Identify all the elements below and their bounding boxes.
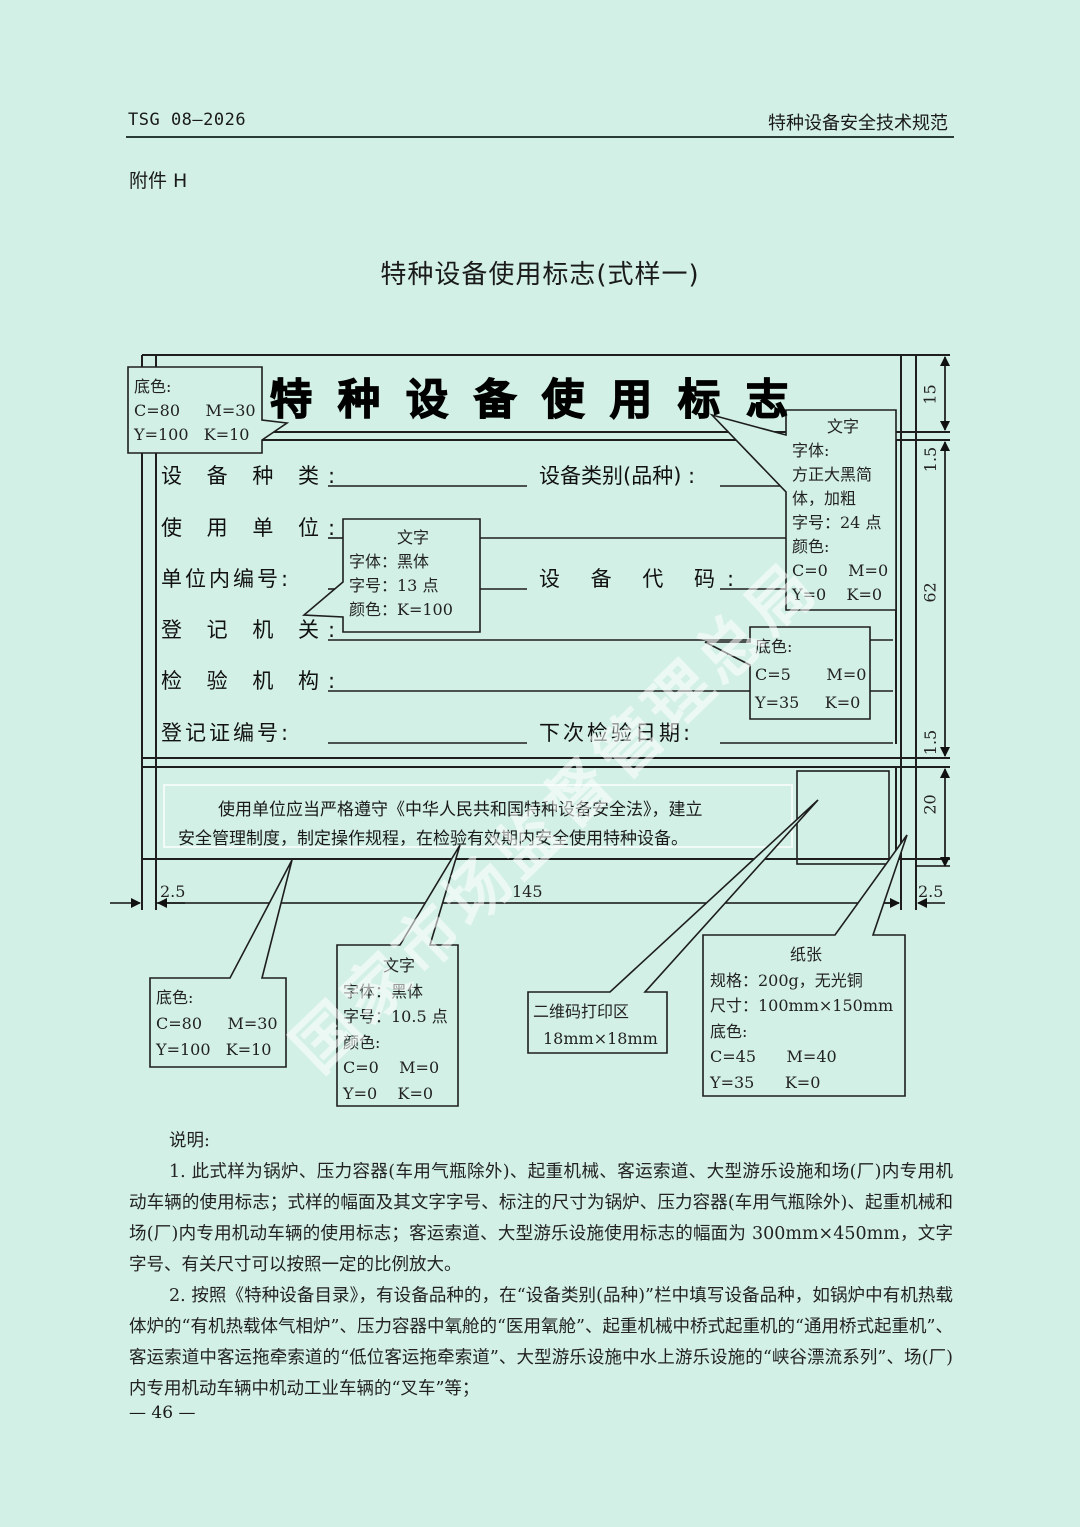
- callout-row: Y=100 K=10: [156, 1040, 272, 1059]
- field-label-next-inspection-date: 下次检验日期:: [539, 721, 694, 745]
- callout-row: 字号：10.5 点: [343, 1007, 448, 1026]
- callout-row: 字体：黑体: [349, 552, 430, 571]
- callout-footer-background: 底色: C=80 M=30 Y=100 K=10: [156, 985, 284, 1063]
- callout-row: 字号：24 点: [792, 513, 882, 532]
- callout-row: Y=0 K=0: [343, 1083, 434, 1103]
- callout-title-background: 底色: C=80 M=30 Y=100 K=10: [134, 375, 260, 447]
- callout-notice-text: 文字 字体：黑体 字号：10.5 点 颜色: C=0 M=0 Y=0 K=0: [343, 953, 455, 1106]
- callout-heading: 纸张: [789, 945, 822, 964]
- callout-heading: 文字: [826, 417, 859, 436]
- callout-heading: 文字: [382, 956, 415, 975]
- field-label-internal-number: 单位内编号:: [161, 567, 292, 591]
- field-label-certificate-number: 登记证编号:: [161, 721, 292, 745]
- callout-heading: 文字: [396, 528, 429, 547]
- callout-row: 字体:: [792, 441, 830, 460]
- dimension-footer-height: 20: [920, 794, 940, 815]
- callout-row: 字号：13 点: [349, 576, 439, 595]
- usage-notice: 使用单位应当严格遵守《中华人民共和国特种设备安全法》，建立 安全管理制度，制定操…: [178, 796, 788, 854]
- callout-row: 方正大黑简: [792, 465, 873, 484]
- dimension-margin-right: 2.5: [918, 882, 944, 901]
- callout-row: Y=35 K=0: [755, 693, 861, 712]
- callout-row: 体，加粗: [792, 489, 857, 508]
- notes-section: 说明: 1. 此式样为锅炉、压力容器(车用气瓶除外)、起重机械、客运索道、大型游…: [129, 1126, 953, 1405]
- callout-row: Y=100 K=10: [134, 425, 250, 444]
- callout-heading: 底色:: [156, 988, 194, 1007]
- callout-row: 尺寸：100mm×150mm: [710, 996, 894, 1015]
- callout-heading: 底色:: [134, 377, 172, 396]
- field-label-user-unit: 使 用 单 位:: [161, 516, 345, 540]
- callout-row: 规格：200g，无光铜: [710, 970, 863, 990]
- callout-body-background: 底色: C=5 M=0 Y=35 K=0: [755, 633, 867, 717]
- dimension-body-height: 62: [920, 582, 940, 603]
- note-item-1: 1. 此式样为锅炉、压力容器(车用气瓶除外)、起重机械、客运索道、大型游乐设施和…: [129, 1162, 953, 1275]
- callout-row: C=0 M=0: [343, 1058, 440, 1077]
- usage-notice-line1: 使用单位应当严格遵守《中华人民共和国特种设备安全法》，建立: [218, 800, 703, 820]
- callout-row: 18mm×18mm: [543, 1029, 658, 1048]
- dimension-inner-width: 145: [512, 882, 543, 901]
- callout-row: C=80 M=30: [134, 401, 256, 420]
- field-label-inspection-agency: 检 验 机 构:: [161, 669, 345, 693]
- field-label-registration-authority: 登 记 机 关:: [161, 618, 345, 642]
- field-label-equipment-category: 设备类别(品种) :: [539, 464, 696, 488]
- callout-row: 颜色:: [343, 1032, 381, 1052]
- callout-qr-area: 二维码打印区 18mm×18mm: [533, 998, 663, 1052]
- callout-row: C=45 M=40: [710, 1047, 837, 1066]
- callout-row: 字体：黑体: [343, 981, 424, 1001]
- sign-title: 特种设备使用标志: [269, 374, 815, 424]
- document-series: 特种设备安全技术规范: [768, 113, 948, 134]
- dimension-gap-bottom: 1.5: [921, 729, 941, 756]
- callout-row: C=5 M=0: [755, 665, 867, 684]
- callout-row: Y=0 K=0: [792, 585, 883, 604]
- field-label-equipment-type: 设 备 种 类:: [161, 464, 345, 488]
- document-code: TSG 08—2026: [128, 110, 247, 130]
- field-label-equipment-code: 设 备 代 码:: [539, 567, 747, 591]
- note-item-2: 2. 按照《特种设备目录》，有设备品种的，在“设备类别(品种)”栏中填写设备品种…: [129, 1286, 953, 1399]
- callout-row: 颜色：K=100: [349, 600, 453, 619]
- callout-heading: 二维码打印区: [533, 1002, 630, 1021]
- dimension-gap-top: 1.5: [921, 446, 941, 473]
- callout-row: 颜色:: [792, 537, 830, 556]
- callout-row: C=0 M=0: [792, 561, 889, 580]
- callout-title-text: 文字 字体: 方正大黑简 体，加粗 字号：24 点 颜色: C=0 M=0 Y=…: [792, 415, 894, 607]
- usage-notice-line2: 安全管理制度，制定操作规程，在检验有效期内安全使用特种设备。: [178, 829, 688, 849]
- dimension-margin-left: 2.5: [160, 882, 186, 901]
- dimension-title-height: 15: [920, 384, 940, 405]
- notes-heading: 说明:: [169, 1131, 210, 1151]
- page-number: — 46 —: [129, 1403, 196, 1423]
- callout-row: 底色:: [710, 1021, 748, 1041]
- callout-field-text: 文字 字体：黑体 字号：13 点 颜色：K=100: [349, 526, 477, 622]
- header-divider: [126, 136, 954, 138]
- appendix-label: 附件 H: [129, 170, 188, 192]
- callout-row: Y=35 K=0: [710, 1072, 821, 1092]
- callout-paper: 纸张 规格：200g，无光铜 尺寸：100mm×150mm 底色: C=45 M…: [710, 942, 902, 1095]
- page-title: 特种设备使用标志(式样一): [380, 260, 700, 290]
- callout-row: C=80 M=30: [156, 1014, 278, 1033]
- callout-heading: 底色:: [755, 637, 793, 656]
